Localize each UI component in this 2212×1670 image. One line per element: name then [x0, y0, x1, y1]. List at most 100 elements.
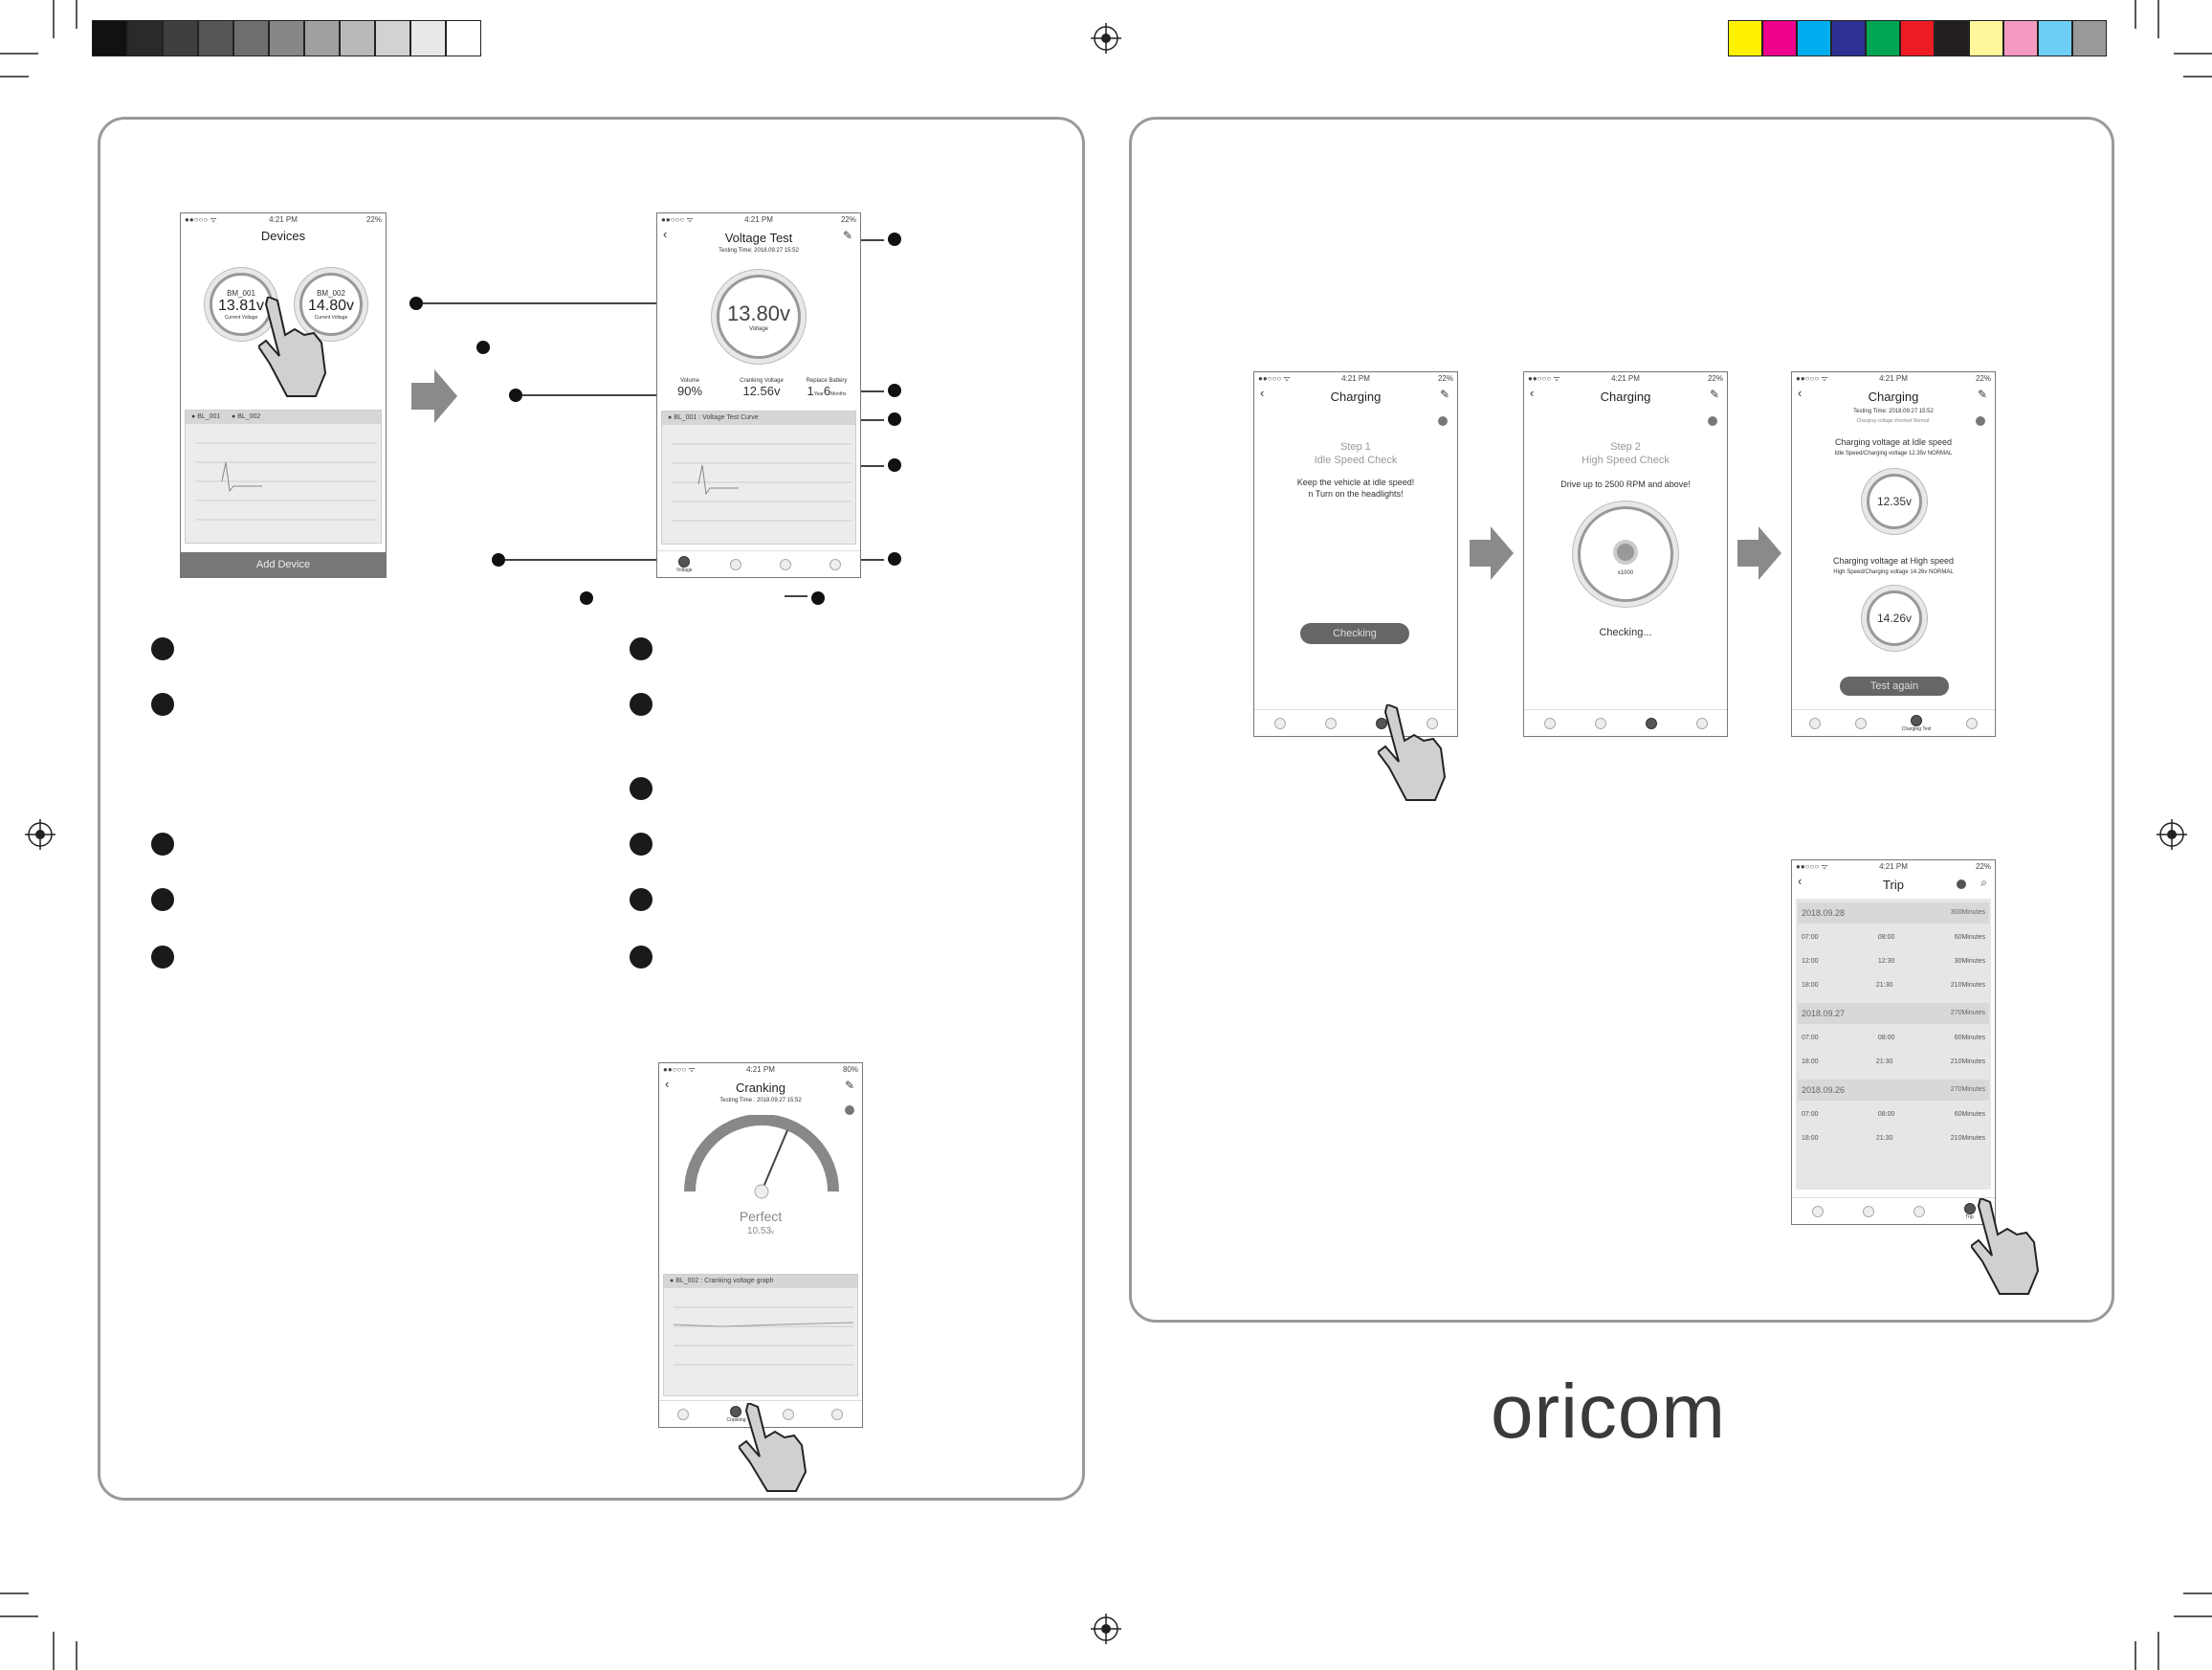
trip-total: 270Minutes — [1950, 1010, 1985, 1016]
tab-charging[interactable] — [783, 1408, 795, 1420]
search-icon[interactable]: ⌕ — [1980, 876, 1987, 889]
tab-trip[interactable] — [1965, 717, 1978, 729]
device-gauge-bm002[interactable]: BM_002 14.80v Current Voltage — [299, 273, 363, 336]
tab-voltage[interactable] — [1273, 717, 1286, 729]
tab-trip[interactable] — [830, 558, 842, 570]
graph-plot — [672, 443, 852, 522]
back-icon[interactable]: ‹ — [1798, 386, 1803, 400]
tab-cranking[interactable] — [1324, 717, 1337, 729]
trip-dur: 30Minutes — [1954, 958, 1985, 965]
add-device-button[interactable]: Add Device — [181, 552, 386, 577]
tab-trip[interactable] — [1426, 717, 1438, 729]
tab-cranking[interactable] — [1862, 1205, 1874, 1217]
back-icon[interactable]: ‹ — [1260, 386, 1265, 400]
trip-total: 300Minutes — [1950, 909, 1985, 916]
tab-charging[interactable]: Charging Test — [1902, 714, 1932, 732]
trip-start: 18:00 — [1802, 1135, 1819, 1142]
tab-voltage[interactable] — [1543, 717, 1556, 729]
tab-cranking[interactable]: Cranking — [726, 1405, 745, 1423]
tab-bl001[interactable]: ● BL_001 — [191, 413, 221, 420]
tab-trip[interactable] — [831, 1408, 844, 1420]
tab-voltage[interactable] — [1811, 1205, 1824, 1217]
idle-voltage-gauge: 12.35v — [1867, 474, 1922, 529]
back-icon[interactable]: ‹ — [663, 227, 668, 241]
bullet-dot — [630, 888, 653, 911]
gray-swatch — [410, 20, 446, 56]
trip-row[interactable]: 07:00 08:00 60Minutes — [1802, 927, 1985, 948]
trip-start: 07:00 — [1802, 934, 1819, 941]
gray-swatch — [233, 20, 269, 56]
tab-trip[interactable]: Trip — [1963, 1202, 1976, 1220]
help-icon[interactable] — [1957, 880, 1966, 889]
help-icon[interactable] — [845, 1105, 854, 1115]
help-icon[interactable] — [1708, 416, 1717, 426]
trip-dur: 60Minutes — [1954, 1111, 1985, 1118]
tab-cranking[interactable] — [1855, 717, 1868, 729]
callout-dot — [811, 591, 825, 605]
color-swatch — [1969, 20, 2003, 56]
checking-button[interactable]: Checking — [1300, 623, 1409, 644]
tab-charging[interactable] — [780, 558, 792, 570]
page-title: Charging — [1330, 390, 1382, 404]
tab-cranking[interactable] — [1594, 717, 1606, 729]
back-icon[interactable]: ‹ — [1530, 386, 1535, 400]
callout-dot — [509, 389, 522, 402]
color-swatch — [2038, 20, 2072, 56]
tab-bar: Trip — [1792, 1197, 1995, 1224]
back-icon[interactable]: ‹ — [665, 1077, 670, 1091]
bullet-dot — [630, 693, 653, 716]
tab-trip[interactable] — [1695, 717, 1708, 729]
trip-end: 08:00 — [1877, 934, 1895, 941]
test-again-button[interactable]: Test again — [1840, 677, 1949, 696]
devices-graph: ● BL_001 ● BL_002 — [185, 410, 382, 544]
trip-dur: 60Minutes — [1954, 934, 1985, 941]
gray-swatch — [446, 20, 481, 56]
help-icon[interactable] — [1976, 416, 1985, 426]
tab-voltage[interactable] — [1809, 717, 1822, 729]
trip-end: 08:00 — [1877, 1111, 1895, 1118]
wrench-icon[interactable]: ✎ — [1709, 388, 1719, 401]
arrow-right-icon — [411, 369, 457, 423]
bullet-dot — [151, 946, 174, 969]
bullet-dot — [151, 693, 174, 716]
gray-swatch — [163, 20, 198, 56]
help-icon[interactable] — [1438, 416, 1448, 426]
trip-date: 2018.09.26 — [1802, 1085, 1846, 1095]
back-icon[interactable]: ‹ — [1798, 874, 1803, 888]
tab-bl002[interactable]: ● BL_002 — [232, 413, 261, 420]
wrench-icon[interactable]: ✎ — [1977, 388, 1987, 401]
cranking-dial — [684, 1115, 839, 1199]
tab-charging[interactable] — [1645, 717, 1657, 729]
callout-dot — [888, 412, 901, 426]
tab-bar: Voltage — [657, 550, 860, 577]
callout-dot — [888, 233, 901, 246]
tap-hand-icon — [1378, 704, 1447, 801]
trip-start: 18:00 — [1802, 1058, 1819, 1065]
tab-voltage[interactable]: Voltage — [676, 555, 693, 573]
trip-start: 18:00 — [1802, 982, 1819, 989]
tab-voltage[interactable] — [677, 1408, 690, 1420]
tab-charging[interactable] — [1913, 1205, 1925, 1217]
tap-hand-icon — [258, 297, 327, 397]
wrench-icon[interactable]: ✎ — [842, 229, 852, 242]
trip-dur: 60Minutes — [1954, 1035, 1985, 1041]
gray-swatch — [340, 20, 375, 56]
wrench-icon[interactable]: ✎ — [1439, 388, 1449, 401]
tab-cranking[interactable] — [730, 558, 742, 570]
wrench-icon[interactable]: ✎ — [844, 1079, 854, 1092]
tab-bar — [1254, 709, 1457, 736]
tab-charging[interactable] — [1375, 717, 1387, 729]
